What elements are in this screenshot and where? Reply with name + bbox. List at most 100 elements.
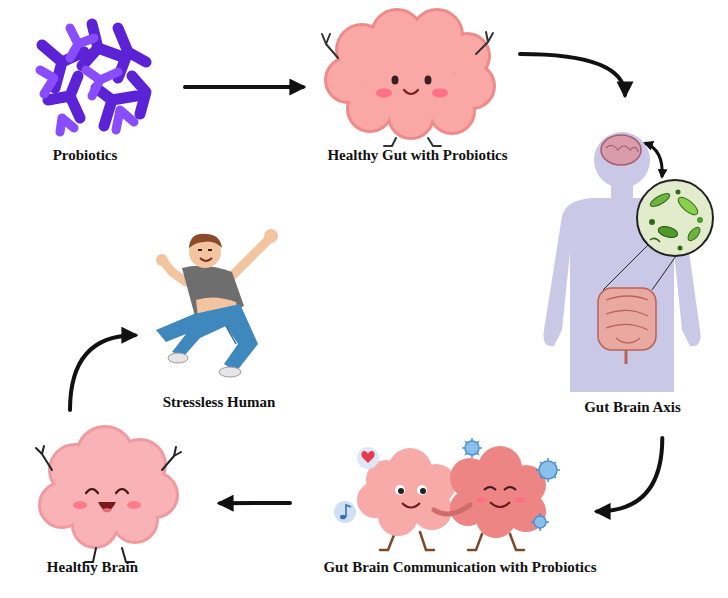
hugging-characters-part	[490, 502, 510, 507]
happy-gut-character-part-part	[327, 59, 369, 101]
human-silhouette-part	[594, 132, 650, 188]
heart-bubble	[357, 447, 379, 469]
microbiome-zoom-part	[649, 219, 655, 225]
human-silhouette	[543, 132, 700, 392]
hugging-characters-part	[434, 505, 470, 514]
jumping-human-part	[264, 229, 278, 243]
illustrated-step: Gut Brain Communication with Probiotics	[305, 440, 615, 580]
jumping-human-part	[164, 262, 186, 282]
hugging-characters-part	[395, 485, 405, 495]
music-bubble-part	[346, 505, 351, 517]
brain-gut-double-arrow	[645, 143, 662, 177]
illustrated-step: Stressless Human	[145, 225, 293, 415]
virus-icon	[462, 438, 560, 531]
happy-brain-character-part-part	[67, 452, 147, 532]
hugging-characters-part	[420, 488, 426, 494]
happy-gut-character-part	[324, 8, 496, 140]
flow-arrow	[520, 54, 625, 95]
jumping-human-part	[226, 326, 236, 344]
microbiome-zoom-part	[697, 217, 703, 223]
brain-organ	[601, 135, 641, 165]
jumping-human-part	[189, 234, 222, 248]
brain-organ-part	[601, 135, 641, 165]
hugging-characters-part	[357, 448, 456, 536]
happy-gut-character-part	[322, 32, 493, 146]
illustrated-step: Probiotics	[10, 10, 160, 168]
jumping-human-part	[156, 254, 168, 266]
microbiome-zoom-part	[657, 225, 679, 240]
microbiome-zoom-part	[678, 246, 683, 251]
hugging-characters-part-part	[470, 467, 526, 523]
microbiome-zoom-part	[637, 180, 713, 256]
jumping-human-part	[156, 304, 258, 372]
happy-brain-character-part	[102, 508, 112, 513]
node-caption: Gut Brain Axis	[545, 398, 720, 416]
probiotic-bacteria	[40, 24, 146, 132]
hugging-characters-part	[515, 497, 525, 503]
happy-brain-character-part	[38, 425, 179, 549]
intestine-organ-part	[598, 288, 656, 350]
microbiome-zoom-part	[650, 238, 660, 242]
happy-gut-character-part-part	[366, 32, 454, 120]
jumping-human	[156, 229, 278, 377]
jumping-human-part	[198, 249, 212, 251]
happy-brain-character-part	[73, 501, 87, 509]
microbiome-zoom-part	[686, 225, 702, 242]
hugging-characters-part	[402, 503, 420, 508]
probiotic-bacteria-part-part	[116, 110, 134, 130]
microbiome-zoom-part	[648, 191, 671, 209]
node-caption: Stressless Human	[145, 393, 293, 411]
probiotic-bacteria-part-part	[60, 118, 74, 132]
happy-gut-character-part	[432, 89, 448, 98]
intestine-organ-part	[625, 350, 628, 364]
happy-gut-character-part-part	[384, 138, 396, 146]
probiotic-bacteria-part-part	[132, 76, 146, 114]
hugging-characters-part-part	[420, 532, 434, 550]
music-bubble-part	[340, 515, 346, 520]
hugging-characters-part	[398, 488, 404, 494]
hugging-characters-part	[476, 497, 486, 503]
jumping-human-part	[168, 353, 188, 363]
happy-brain-character-part	[127, 501, 141, 509]
music-bubble	[334, 501, 356, 523]
microbiome-zoom	[637, 180, 713, 256]
probiotic-bacteria-part	[40, 28, 134, 132]
virus-icon-part	[534, 516, 546, 528]
hugging-characters-part	[450, 446, 546, 538]
happy-brain-character-part	[41, 428, 176, 546]
hugging-characters-part-part	[468, 534, 482, 550]
zoom-leader-line-part	[603, 245, 648, 290]
hugging-characters	[357, 446, 546, 550]
happy-gut-character-part	[425, 76, 432, 85]
virus-icon-part	[536, 458, 560, 482]
happy-brain-character-part	[36, 446, 181, 562]
flow-arrow	[70, 335, 135, 410]
microbiome-zoom-part	[676, 190, 681, 195]
intestine-organ-part	[606, 296, 648, 343]
hugging-characters-part	[417, 485, 427, 495]
happy-brain-character-part-part	[162, 447, 181, 470]
brain-gut-double-arrow-part	[645, 143, 662, 177]
intestine-organ	[598, 288, 656, 364]
brain-organ-part	[606, 145, 638, 152]
hugging-characters-part-part	[382, 467, 438, 523]
probiotic-bacteria-part	[42, 24, 146, 126]
flow-arrow	[220, 501, 290, 505]
microbiome-zoom-part	[676, 194, 701, 217]
hugging-characters-part	[484, 487, 516, 490]
happy-brain-character-part-part	[36, 446, 52, 470]
node-caption: Gut Brain Communication with Probiotics	[305, 558, 615, 576]
happy-gut-character-part-part	[428, 138, 441, 146]
happy-gut-character-part	[404, 90, 418, 94]
flow-arrow	[185, 85, 303, 89]
probiotic-bacteria-part-part	[70, 28, 94, 58]
heart-bubble-part	[361, 451, 374, 463]
happy-brain-character-part	[86, 489, 128, 493]
happy-brain-character	[36, 425, 181, 562]
illustrated-step: Healthy Gut with Probiotics	[320, 5, 515, 168]
virus-icon-part	[462, 438, 482, 458]
